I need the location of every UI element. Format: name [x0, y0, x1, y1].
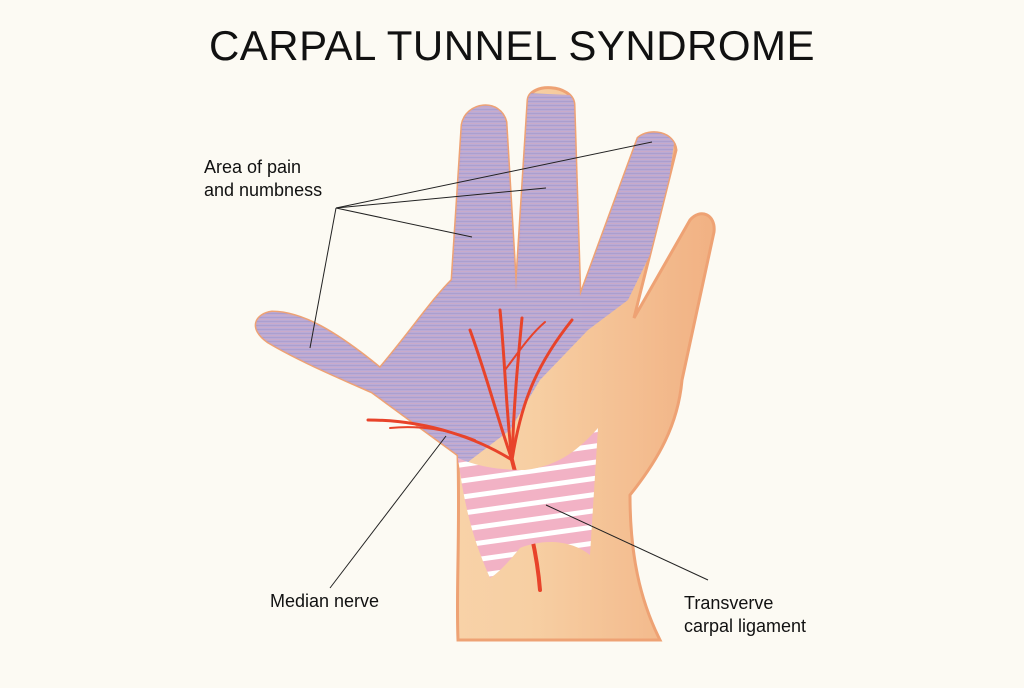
label-ligament-line-2: carpal ligament: [684, 616, 807, 636]
label-pain-line-2: and numbness: [204, 180, 323, 200]
numbness-area: [256, 90, 680, 470]
label-median-nerve: Median nerve: [270, 591, 380, 611]
leader-lines: [309, 141, 709, 589]
diagram-title: CARPAL TUNNEL SYNDROME: [208, 22, 816, 69]
label-ligament-line-1: Transverve: [684, 593, 774, 613]
label-pain-line-1: Area of pain: [204, 157, 302, 177]
label-pain-numbness: Area of pain and numbness: [204, 156, 322, 202]
label-carpal-ligament: Transverve carpal ligament: [684, 592, 806, 638]
carpal-ligament: [458, 428, 598, 578]
